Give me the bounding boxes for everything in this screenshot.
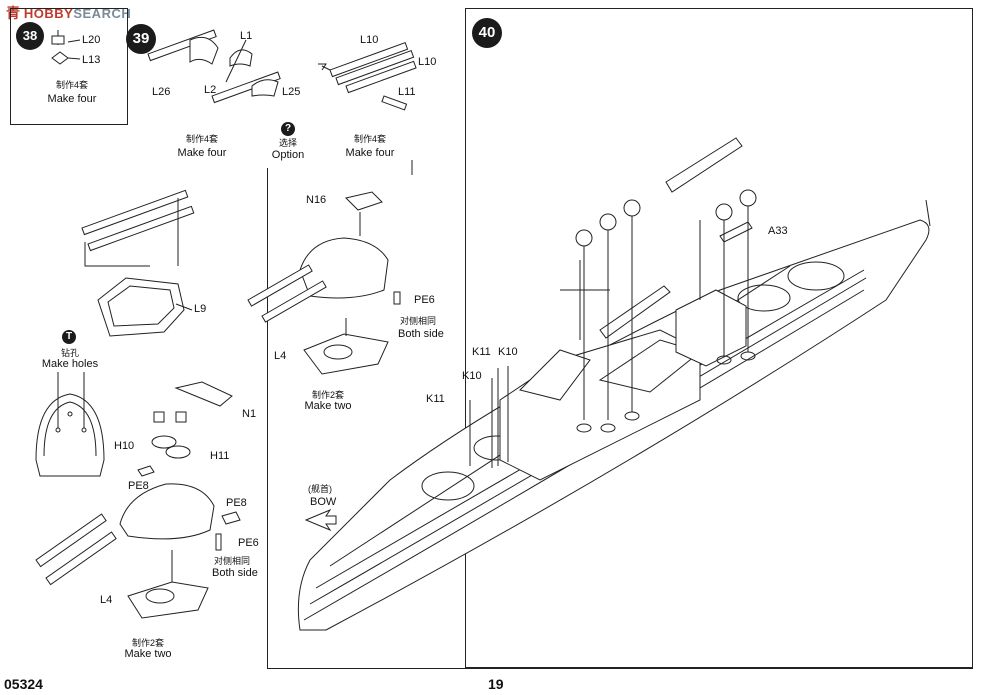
part-label-pe6-lower: PE6 (238, 537, 259, 549)
step-holes-turret-art (35, 381, 241, 619)
make-holes-en: Make holes (41, 358, 99, 370)
both-side-cn: 对侧相同 (400, 316, 437, 326)
watermark-brand-a: HOBBY (23, 6, 74, 21)
page-bottom-rule (267, 668, 973, 669)
product-code: 05324 (4, 676, 43, 692)
part-label-l20: L20 (82, 34, 101, 46)
part-label-l4-lower: L4 (100, 594, 113, 606)
make-four-left-cn: 制作4套 (185, 134, 218, 144)
step-38-badge: 38 (16, 22, 44, 50)
part-label-n16: N16 (306, 194, 327, 206)
part-label-a33: A33 (768, 225, 788, 237)
make-two-lower-en: Make two (124, 648, 172, 660)
part-label-l11: L11 (398, 86, 416, 98)
part-label-l10a: L10 (360, 34, 379, 46)
option-cn: 选择 (278, 138, 297, 148)
step-holes-deck-art (35, 372, 105, 477)
make-four-right-en: Make four (345, 147, 395, 159)
step39-turret-n16-art (247, 191, 401, 375)
part-label-n1: N1 (242, 408, 257, 420)
left-column-divider (267, 168, 268, 668)
page-number: 19 (488, 676, 504, 692)
make-four-right-cn: 制作4套 (353, 134, 386, 144)
part-label-k10-top: K10 (498, 346, 518, 358)
bow-cn: (舰首) (308, 484, 332, 494)
step39-rods-art (147, 29, 417, 111)
watermark-cn: 青 (6, 5, 20, 21)
part-label-k10-mid: K10 (462, 370, 482, 382)
watermark-logo: 青 HOBBYSEARCH (6, 3, 131, 23)
bow-arrow-icon (304, 508, 337, 532)
both-side-en: Both side (398, 328, 444, 340)
part-label-l26: L26 (152, 86, 171, 98)
part-label-l13: L13 (82, 54, 101, 66)
option-en: Option (271, 149, 305, 161)
make-two-upper-cn: 制作2套 (311, 390, 344, 400)
step40-battleship-art (297, 137, 931, 631)
part-label-l9: L9 (194, 303, 207, 315)
make-four-left-en: Make four (177, 147, 227, 159)
step-39-badge: 39 (126, 24, 156, 54)
part-label-h10: H10 (114, 440, 135, 452)
part-label-pe8b: PE8 (226, 497, 247, 509)
part-label-l2: L2 (204, 84, 217, 96)
part-label-l10b: L10 (418, 56, 437, 68)
watermark-brand-b: SEARCH (73, 6, 132, 21)
part-label-pe6: PE6 (414, 294, 435, 306)
step38-note-cn: 制作4套 (55, 80, 88, 90)
part-label-l1: L1 (240, 30, 253, 42)
part-label-k11-low: K11 (426, 393, 445, 405)
part-label-l25: L25 (282, 86, 301, 98)
step38-note-en: Make four (47, 93, 97, 105)
both-side-lower-en: Both side (212, 567, 258, 579)
make-two-lower-cn: 制作2套 (131, 638, 164, 648)
part-label-h11: H11 (210, 450, 230, 462)
make-two-upper-en: Make two (304, 400, 352, 412)
step39-turret-base-art (81, 189, 195, 337)
panel-step-40 (465, 8, 973, 668)
part-label-k11-top: K11 (472, 346, 491, 358)
option-badge-icon: ? (281, 122, 295, 136)
make-holes-cn: 钻孔 (60, 348, 79, 358)
step38-parts-art (51, 30, 81, 65)
both-side-lower-cn: 对侧相同 (214, 556, 251, 566)
bow-en: BOW (310, 496, 337, 508)
step-40-badge: 40 (472, 18, 502, 48)
part-label-pe8a: PE8 (128, 480, 149, 492)
drill-badge-icon: T (62, 330, 76, 344)
part-label-l4-upper: L4 (274, 350, 287, 362)
panel-step-38 (10, 8, 128, 125)
